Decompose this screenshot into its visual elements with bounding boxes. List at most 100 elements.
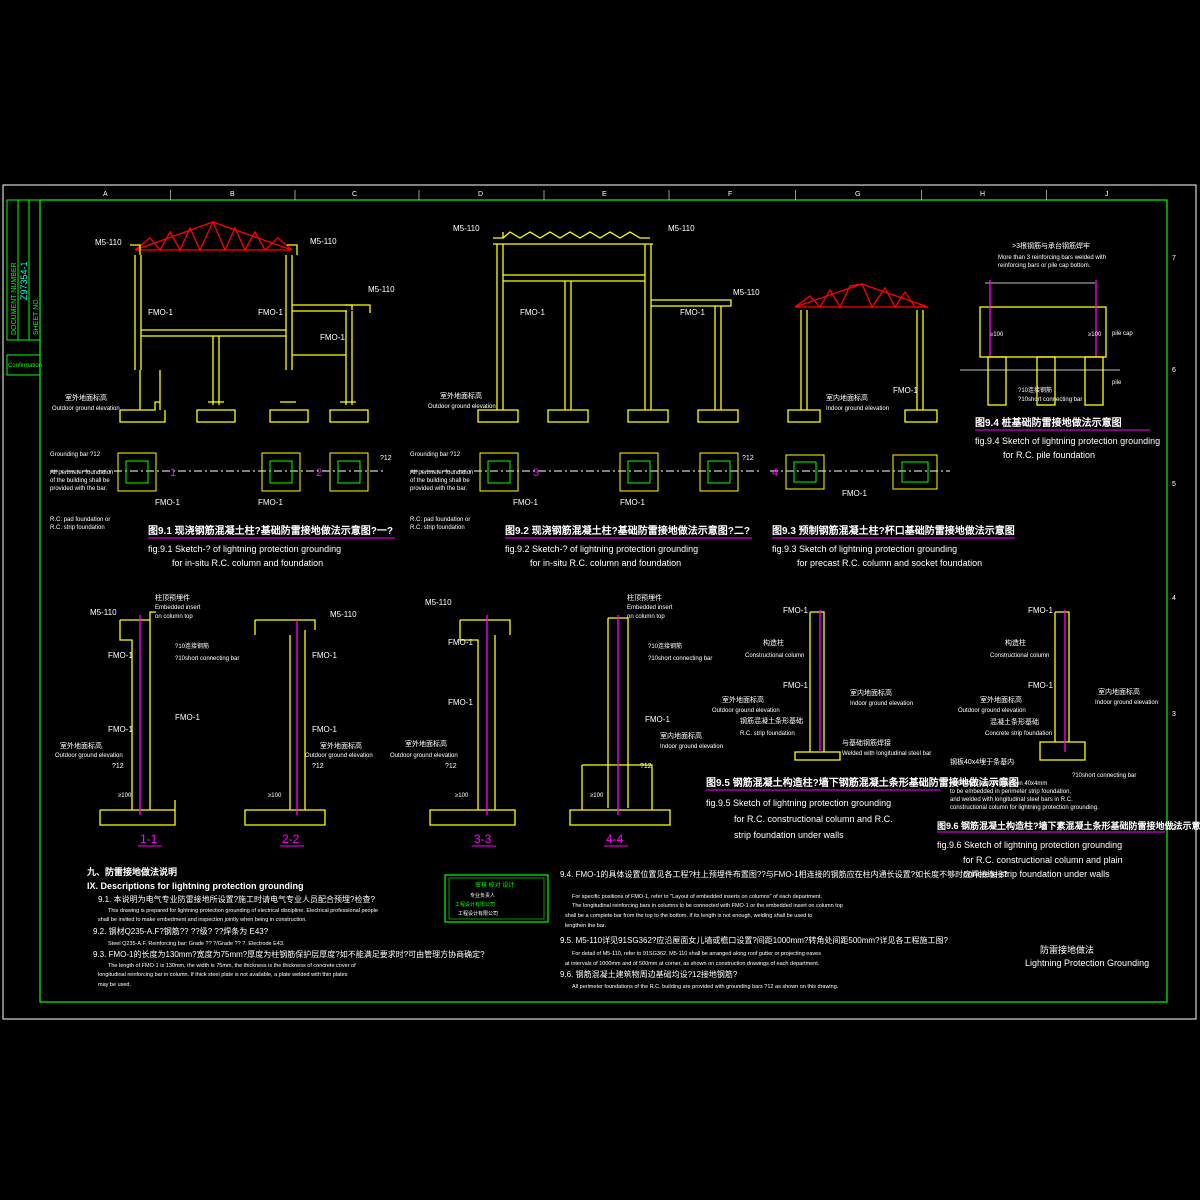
row-mark: 4 (1172, 595, 1176, 602)
svg-text:2-2: 2-2 (282, 832, 300, 846)
svg-text:Outdoor ground elevation: Outdoor ground elevation (305, 753, 373, 759)
svg-text:FMO-1: FMO-1 (783, 681, 808, 690)
svg-text:M5-110: M5-110 (668, 224, 695, 233)
notes-block: 九、防雷接地做法说明 IX. Descriptions for lightnin… (86, 866, 1008, 990)
row-mark: 6 (1172, 367, 1176, 374)
svg-text:1: 1 (170, 467, 176, 479)
column-mark: B (230, 191, 235, 198)
inner-frame (39, 199, 1168, 1003)
doc-number: Z97354-1 (19, 261, 29, 300)
figure-9-6-labels: FMO-1 构造柱 Constructional column FMO-1 室外… (937, 606, 1200, 879)
svg-text:≥100: ≥100 (1088, 332, 1102, 338)
svg-text:M5-110: M5-110 (368, 285, 395, 294)
svg-text:审核 校对 设计: 审核 校对 设计 (475, 881, 514, 889)
svg-text:与基础钢筋焊接: 与基础钢筋焊接 (842, 738, 891, 747)
svg-text:shall be a complete bar from t: shall be a complete bar from the top to … (565, 913, 812, 919)
svg-text:9.6. 钢筋混凝土建筑物周边基础均设?12接地钢筋?: 9.6. 钢筋混凝土建筑物周边基础均设?12接地钢筋? (560, 969, 738, 979)
svg-text:longitudinal reinforcing bar i: longitudinal reinforcing bar in column. … (98, 972, 348, 978)
column-mark: D (478, 191, 483, 198)
svg-text:图9.1 现浇钢筋混凝土柱?基础防雷接地做法示意图?一?: 图9.1 现浇钢筋混凝土柱?基础防雷接地做法示意图?一? (148, 524, 393, 537)
svg-text:柱顶预埋件: 柱顶预埋件 (155, 593, 190, 602)
svg-text:fig.9.2 Sketch-? of lightning: fig.9.2 Sketch-? of lightning protection… (505, 544, 698, 554)
svg-text:may be used.: may be used. (98, 982, 131, 988)
svg-text:Indoor ground elevation: Indoor ground elevation (660, 744, 723, 750)
svg-text:FMO-1: FMO-1 (312, 725, 337, 734)
svg-text:≥100: ≥100 (268, 793, 282, 799)
svg-text:R.C. strip foundation: R.C. strip foundation (410, 525, 465, 531)
svg-text:工程设计有限公司: 工程设计有限公司 (455, 901, 495, 908)
title-en: Lightning Protection Grounding (1025, 958, 1149, 968)
svg-text:Grounding bar ?12: Grounding bar ?12 (50, 452, 101, 458)
sheet-no-label: SHEET NO. (33, 297, 40, 335)
svg-text:of the building shall be: of the building shall be (50, 478, 110, 484)
svg-text:Outdoor ground elevation: Outdoor ground elevation (52, 406, 120, 412)
svg-text:constructional column for ligh: constructional column for lightning prot… (950, 805, 1099, 811)
svg-text:FMO-1: FMO-1 (148, 308, 173, 317)
svg-text:≥100: ≥100 (590, 793, 604, 799)
svg-text:FMO-1: FMO-1 (312, 651, 337, 660)
svg-text:?12: ?12 (112, 763, 124, 770)
row-mark: 3 (1172, 711, 1176, 718)
svg-text:reinforcing bars or pile cap b: reinforcing bars or pile cap bottom. (998, 263, 1091, 269)
svg-text:?10连接钢筋: ?10连接钢筋 (1018, 386, 1052, 394)
svg-text:at intervals of 1000mm and of: at intervals of 1000mm and of 500mm at c… (565, 961, 820, 967)
svg-text:2: 2 (316, 467, 322, 479)
svg-text:Indoor ground elevation: Indoor ground elevation (850, 701, 913, 707)
svg-text:lengthen the bar.: lengthen the bar. (565, 923, 606, 929)
svg-text:provided with the bar.: provided with the bar. (410, 486, 467, 492)
svg-text:M5-110: M5-110 (330, 610, 357, 619)
svg-text:?12: ?12 (640, 763, 652, 770)
svg-text:?10short connecting bar: ?10short connecting bar (1018, 397, 1082, 403)
column-mark: E (602, 191, 607, 198)
svg-text:FMO-1: FMO-1 (513, 498, 538, 507)
svg-text:Grounding bar ?12: Grounding bar ?12 (410, 452, 461, 458)
svg-text:图9.5 钢筋混凝土构造柱?墙下钢筋混凝土条形基础防雷接地: 图9.5 钢筋混凝土构造柱?墙下钢筋混凝土条形基础防雷接地做法示意图 (706, 776, 1019, 789)
svg-text:Constructional column: Constructional column (745, 653, 804, 659)
row-mark: 7 (1172, 255, 1176, 262)
left-title-strip: DOCUMENT NUMBER Z97354-1 SHEET NO. Confi… (6, 199, 42, 376)
svg-text:for in-situ R.C. column and fo: for in-situ R.C. column and foundation (530, 558, 681, 568)
doc-number-label: DOCUMENT NUMBER (11, 262, 18, 335)
svg-text:fig.9.6 Sketch of lightning pr: fig.9.6 Sketch of lightning protection g… (937, 840, 1122, 850)
svg-text:This drawing is prepared for l: This drawing is prepared for lightning p… (108, 908, 378, 914)
svg-text:and welded with longitudinal s: and welded with longitudinal steel bars … (950, 797, 1073, 803)
svg-text:9.2. 钢材Q235-A.F?钢筋?? ??级? ??: 9.2. 钢材Q235-A.F?钢筋?? ??级? ??焊条为 E43? (93, 926, 269, 936)
svg-text:R.C. strip foundation: R.C. strip foundation (50, 525, 105, 531)
svg-text:图9.2 现浇钢筋混凝土柱?基础防雷接地做法示意图?二?: 图9.2 现浇钢筋混凝土柱?基础防雷接地做法示意图?二? (505, 524, 750, 537)
svg-text:FMO-1: FMO-1 (448, 698, 473, 707)
svg-text:M5-110: M5-110 (90, 608, 117, 617)
svg-text:fig.9.1 Sketch-? of lightning: fig.9.1 Sketch-? of lightning protection… (148, 544, 341, 554)
svg-text:混凝土条形基础: 混凝土条形基础 (990, 717, 1039, 726)
svg-text:R.C. pad foundation or: R.C. pad foundation or (50, 517, 110, 523)
svg-text:Embedded insert: Embedded insert (155, 605, 201, 611)
svg-text:M5-110: M5-110 (95, 238, 122, 247)
figure-9-3-labels: FMO-1 室内地面标高 Indoor ground elevation (826, 386, 918, 412)
svg-text:室外地面标高: 室外地面标高 (65, 393, 107, 402)
svg-text:?10short connecting bar: ?10short connecting bar (648, 656, 712, 662)
figure-9-3-plan: 4 FMO-1 (770, 454, 950, 498)
svg-text:4-4: 4-4 (606, 832, 624, 846)
svg-text:工程设计有限公司: 工程设计有限公司 (458, 910, 498, 917)
svg-text:1-1: 1-1 (140, 832, 158, 846)
svg-text:of the building shall be: of the building shall be (410, 478, 470, 484)
approval-stamp: 审核 校对 设计 专业负责人 工程设计有限公司 工程设计有限公司 (444, 874, 549, 923)
sections-drawings (99, 610, 1086, 826)
svg-text:Outdoor ground elevation: Outdoor ground elevation (428, 404, 496, 410)
svg-text:9.1. 本说明为电气专业防雷接地所设置?施工时请电气专业: 9.1. 本说明为电气专业防雷接地所设置?施工时请电气专业人员配合预埋?检查? (98, 894, 375, 904)
svg-text:FMO-1: FMO-1 (155, 498, 180, 507)
svg-text:Outdoor ground elevation: Outdoor ground elevation (958, 708, 1026, 714)
svg-text:provided with the bar.: provided with the bar. (50, 486, 107, 492)
svg-text:R.C. strip foundation: R.C. strip foundation (740, 731, 795, 737)
svg-text:Indoor ground elevation: Indoor ground elevation (826, 406, 889, 412)
svg-text:FMO-1: FMO-1 (1028, 606, 1053, 615)
svg-text:All perimeter foundation: All perimeter foundation (410, 470, 473, 476)
svg-text:FMO-1: FMO-1 (108, 725, 133, 734)
svg-text:to be embedded in perimeter st: to be embedded in perimeter strip founda… (950, 789, 1071, 795)
svg-text:FMO-1: FMO-1 (258, 308, 283, 317)
svg-text:室内地面标高: 室内地面标高 (1098, 687, 1140, 696)
svg-text:室外地面标高: 室外地面标高 (405, 739, 447, 748)
svg-text:FMO-1: FMO-1 (783, 606, 808, 615)
svg-text:3: 3 (533, 467, 539, 479)
svg-text:FMO-1: FMO-1 (842, 489, 867, 498)
